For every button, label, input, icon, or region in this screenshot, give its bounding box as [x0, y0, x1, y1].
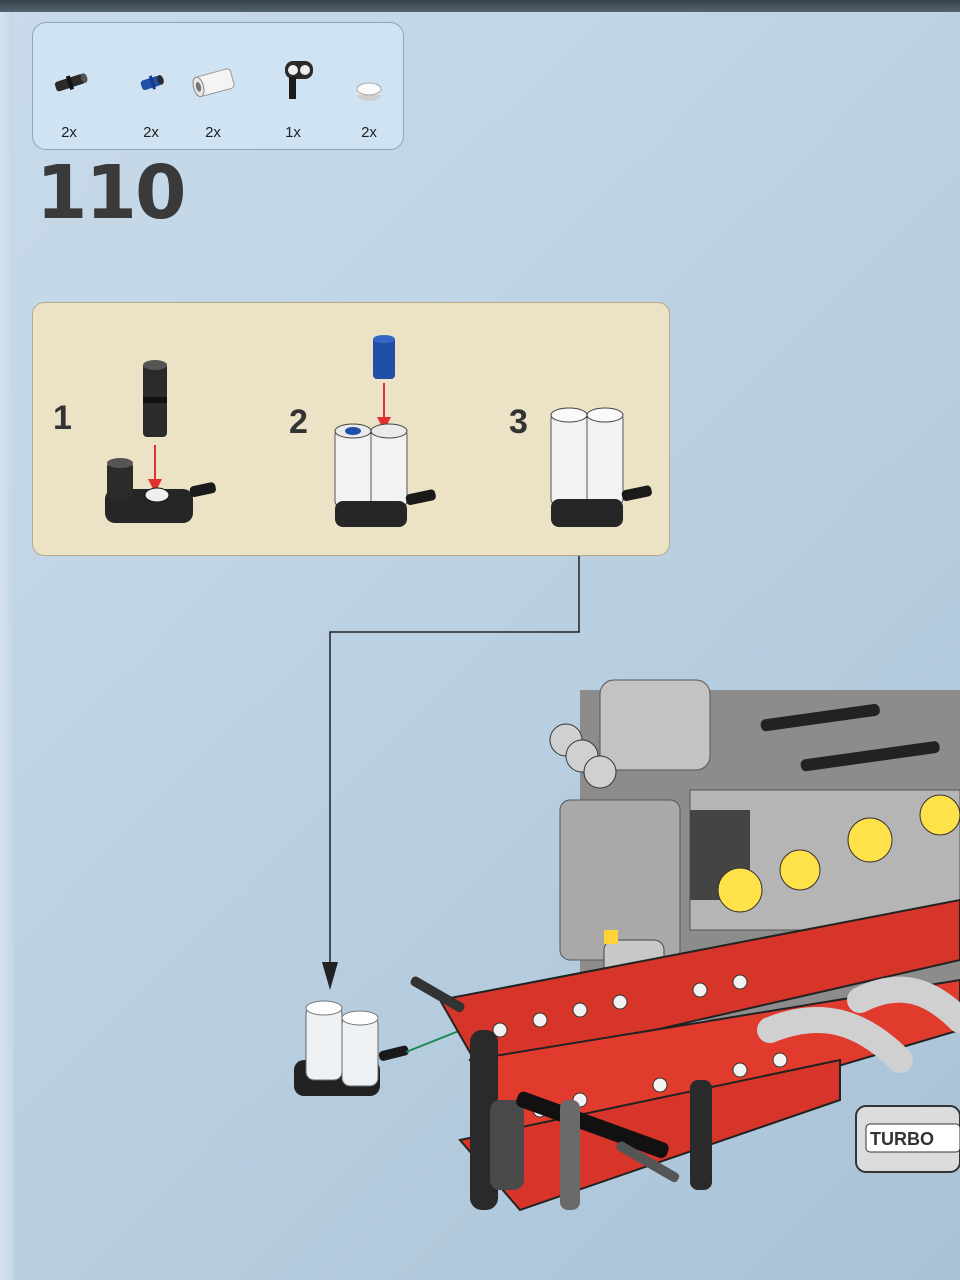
- black-beam-connector-icon: [285, 61, 313, 99]
- part-quantity: 2x: [61, 124, 77, 141]
- assembled-part-highlight: [294, 1000, 409, 1096]
- parts-item: 2x: [121, 23, 181, 149]
- black-friction-pin-icon: [54, 73, 88, 92]
- parts-item: 2x: [183, 23, 243, 149]
- turbo-sticker-label: TURBO: [870, 1129, 934, 1149]
- part-quantity: 2x: [205, 124, 221, 141]
- parts-item: 2x: [39, 23, 99, 149]
- blue-pin-icon: [140, 75, 164, 91]
- white-round-tile-icon: [356, 82, 382, 101]
- parts-item: 1x: [263, 23, 323, 149]
- sub-step-1-illustration: [105, 360, 216, 523]
- parts-list-box: 2x 2x 2x: [32, 22, 404, 150]
- part-quantity: 2x: [361, 124, 377, 141]
- part-quantity: 2x: [143, 124, 159, 141]
- red-chassis: [410, 898, 960, 1212]
- sub-step-number: 2: [289, 403, 308, 441]
- callout-line: [329, 556, 580, 980]
- sub-step-3-illustration: [550, 407, 652, 527]
- callout-arrowhead: [322, 962, 338, 990]
- page-top-edge: [0, 0, 960, 12]
- page-left-edge: [0, 12, 14, 1280]
- sub-step-number: 1: [53, 399, 72, 437]
- step-number: 110: [36, 150, 186, 236]
- sub-step-2-illustration: [334, 335, 436, 527]
- sub-assembly-box: 1 2 3: [32, 302, 670, 556]
- intake-hoses: [757, 976, 960, 1073]
- black-beams: [470, 1030, 712, 1210]
- turbo-sticker: TURBO: [855, 1105, 960, 1173]
- parts-item: 2x: [339, 23, 399, 149]
- sub-step-number: 3: [509, 403, 528, 441]
- part-quantity: 1x: [285, 124, 301, 141]
- white-connector-icon: [192, 68, 235, 98]
